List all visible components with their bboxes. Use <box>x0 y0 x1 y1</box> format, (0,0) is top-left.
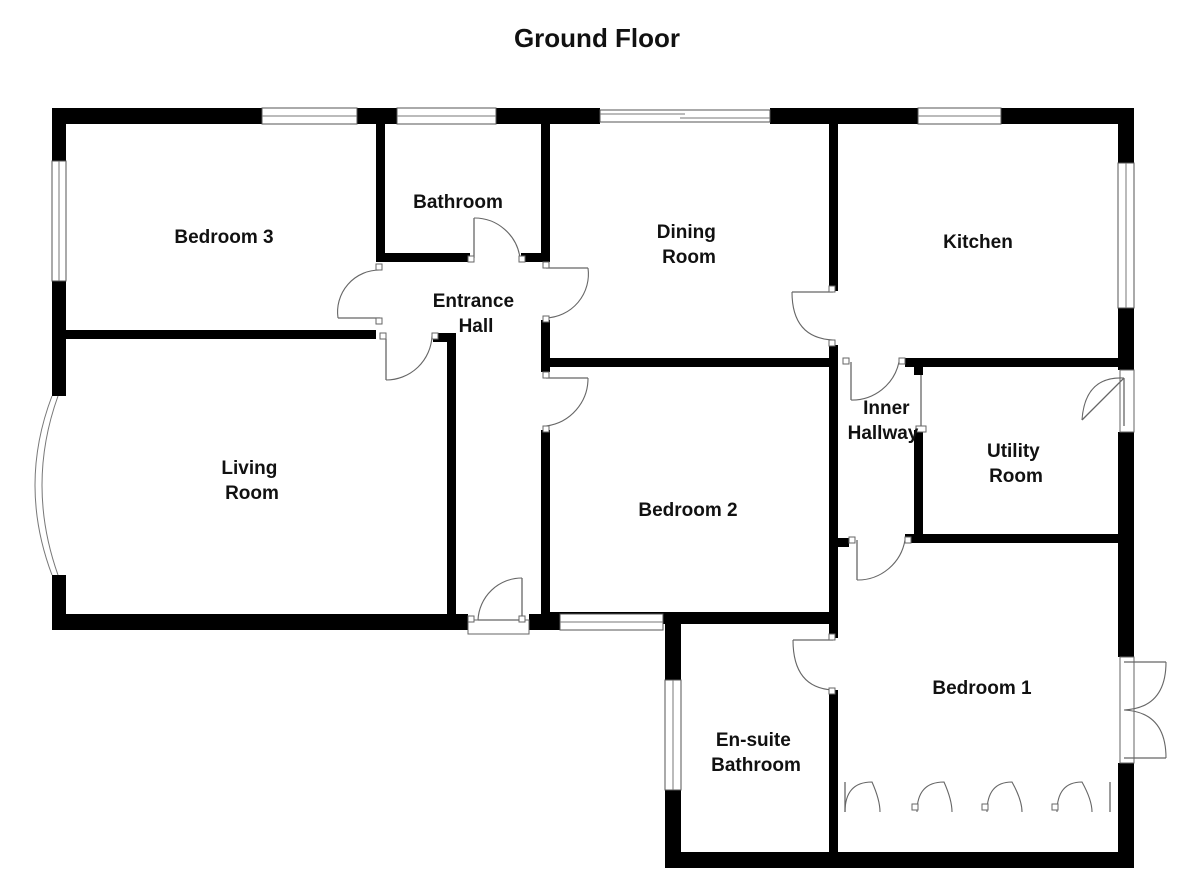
sliding-door-dining <box>599 109 771 123</box>
room-label-utility-room: Utility Room <box>987 441 1045 487</box>
french-doors-bedroom1[interactable] <box>1119 656 1167 764</box>
room-label-bedroom2: Bedroom 2 <box>638 500 737 521</box>
door-utility-exterior[interactable] <box>1081 369 1135 433</box>
bay-window-living-room <box>34 395 59 576</box>
window-bathroom-top <box>396 107 497 125</box>
door-bathroom[interactable] <box>467 217 526 263</box>
door-ensuite[interactable] <box>792 633 836 695</box>
front-door[interactable] <box>467 577 530 635</box>
windows <box>34 107 1135 791</box>
window-kitchen-top <box>917 107 1002 125</box>
door-dining-room[interactable] <box>542 261 589 323</box>
window-bedroom2-bottom <box>559 613 664 631</box>
plan-title: Ground Floor <box>514 23 680 53</box>
room-label-dining-room: Dining Room <box>657 222 721 268</box>
room-label-bedroom3: Bedroom 3 <box>174 227 273 248</box>
room-label-ensuite-bathroom: En-suite Bathroom <box>711 730 801 776</box>
room-label-inner-hallway: Inner Hallway <box>848 398 919 444</box>
room-label-bathroom: Bathroom <box>413 192 503 213</box>
door-utility-room[interactable] <box>915 375 927 433</box>
window-kitchen-right <box>1117 162 1135 309</box>
window-bedroom3-top <box>261 107 358 125</box>
door-bedroom1[interactable] <box>848 536 912 581</box>
room-label-kitchen: Kitchen <box>943 232 1013 253</box>
door-inner-hallway-top[interactable] <box>842 357 906 401</box>
room-labels: Bedroom 3 Bathroom Dining Room Kitchen E… <box>174 192 1045 776</box>
room-label-entrance-hall: Entrance Hall <box>433 291 520 337</box>
doors <box>337 217 1167 813</box>
wardrobe-doors[interactable] <box>844 781 1111 813</box>
room-label-living-room: Living Room <box>221 458 282 504</box>
door-bedroom3[interactable] <box>337 263 383 325</box>
door-bedroom2[interactable] <box>542 371 589 433</box>
room-label-bedroom1: Bedroom 1 <box>932 678 1032 699</box>
walls <box>52 108 1134 868</box>
window-bedroom3-left <box>51 160 67 282</box>
window-ensuite-left <box>664 679 682 791</box>
door-kitchen[interactable] <box>791 285 836 347</box>
door-living-room[interactable] <box>379 332 439 381</box>
